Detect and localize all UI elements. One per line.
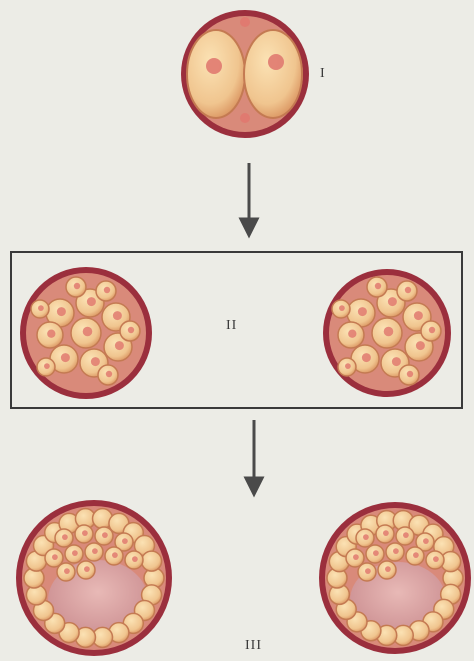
nucleus <box>363 534 369 540</box>
nucleus <box>57 307 66 316</box>
nucleus <box>407 371 413 377</box>
morula-right <box>323 269 451 397</box>
two-cell-embryo <box>181 10 309 138</box>
nucleus <box>385 566 391 572</box>
blastomere-right <box>244 30 302 118</box>
nucleus <box>413 552 419 558</box>
nucleus <box>62 534 68 540</box>
blastocyst-left <box>16 500 172 656</box>
nucleus <box>82 530 88 536</box>
morula-left <box>20 267 152 399</box>
stage-label-2: II <box>226 318 237 334</box>
blastocyst-right <box>319 502 471 654</box>
nucleus <box>106 371 112 377</box>
nucleus <box>92 548 98 554</box>
nucleus <box>44 363 50 369</box>
nucleus <box>52 554 58 560</box>
nucleus <box>102 532 108 538</box>
nucleus <box>345 363 351 369</box>
nucleus <box>112 552 118 558</box>
nucleus <box>74 283 80 289</box>
blastomere-left <box>187 30 245 118</box>
nucleus <box>353 554 359 560</box>
nucleus <box>375 283 381 289</box>
nucleus <box>416 341 425 350</box>
nucleus <box>339 305 345 311</box>
nucleus <box>373 550 379 556</box>
nucleus <box>38 305 44 311</box>
nucleus <box>104 287 110 293</box>
nucleus <box>91 357 100 366</box>
stage-label-1: I <box>320 66 326 82</box>
nucleus <box>383 530 389 536</box>
nucleus <box>423 538 429 544</box>
nucleus <box>433 556 439 562</box>
nucleus <box>113 311 122 320</box>
nucleus <box>405 287 411 293</box>
nucleus <box>84 566 90 572</box>
nucleus <box>393 548 399 554</box>
nucleus <box>87 297 96 306</box>
nucleus <box>429 327 435 333</box>
nucleus <box>362 353 371 362</box>
nucleus <box>392 357 401 366</box>
nucleus <box>268 54 284 70</box>
nucleus <box>365 568 371 574</box>
nucleus <box>414 311 423 320</box>
nucleus <box>358 307 367 316</box>
nucleus <box>388 297 397 306</box>
nucleus <box>122 538 128 544</box>
nucleus <box>115 341 124 350</box>
blastomere <box>142 551 162 571</box>
nucleus <box>83 327 93 337</box>
nucleus <box>72 550 78 556</box>
nucleus <box>384 327 394 337</box>
nucleus <box>403 532 409 538</box>
nucleus <box>348 330 356 338</box>
nucleus <box>47 330 55 338</box>
nucleus <box>132 556 138 562</box>
stage-label-3: III <box>245 638 262 654</box>
nucleus <box>206 58 222 74</box>
nucleus <box>64 568 70 574</box>
nucleus <box>128 327 134 333</box>
nucleus <box>61 353 70 362</box>
